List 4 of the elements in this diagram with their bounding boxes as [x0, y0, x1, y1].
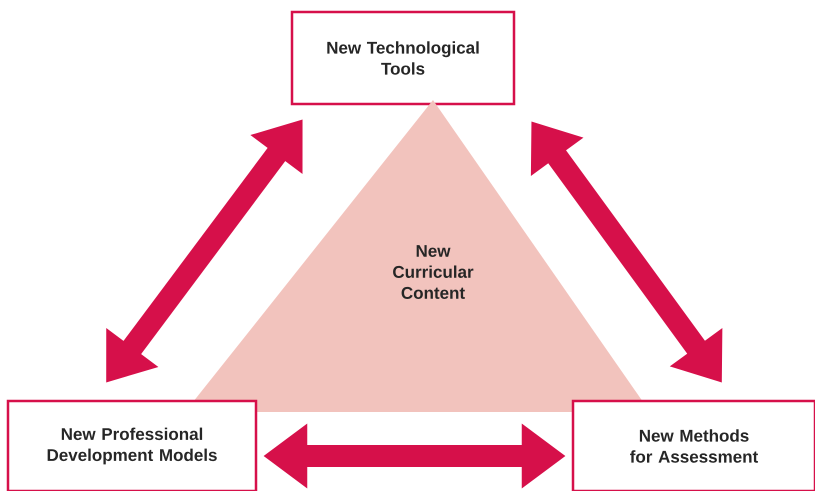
text-box: New Methods for Assessment: [572, 400, 815, 491]
text-box: New Technological Tools: [290, 10, 516, 106]
text-box: New Professional Development Models: [6, 400, 258, 491]
triangle: New Curricular Content: [185, 100, 650, 412]
